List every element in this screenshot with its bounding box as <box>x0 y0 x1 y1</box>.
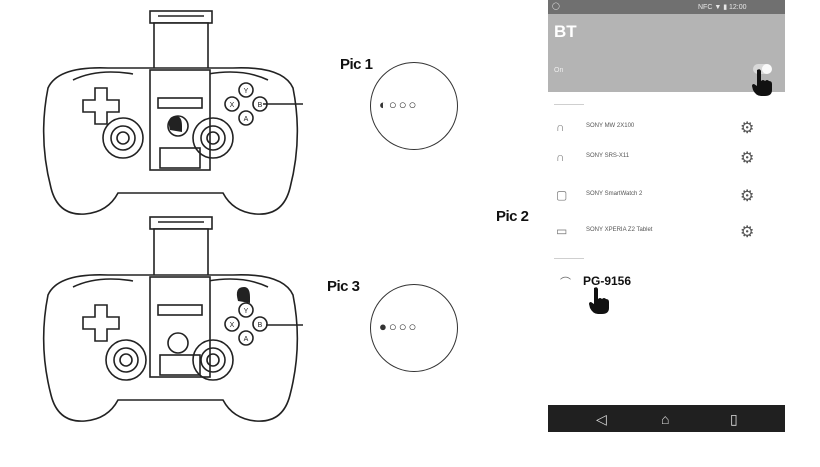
svg-text:A: A <box>244 116 249 123</box>
navigation-bar: ◁ ⌂ ▯ <box>548 405 785 432</box>
svg-text:X: X <box>230 102 235 109</box>
svg-text:B: B <box>258 102 263 109</box>
label-pic-3: Pic 3 <box>327 278 360 295</box>
led-indicator-dots: ●○○○ <box>379 319 419 334</box>
back-icon[interactable]: ◁ <box>596 411 607 427</box>
svg-text:X: X <box>230 322 235 329</box>
status-bar: ◯ NFC ▼ ▮ 12:00 <box>548 0 785 14</box>
phone-screen: ◯ NFC ▼ ▮ 12:00 BT On ∩ SONY MW 2X100 ⚙ … <box>548 0 785 432</box>
gamepad-icon: ⌒ <box>560 277 571 289</box>
led-zoom-circle-1: ◐○○○ <box>370 62 458 150</box>
gear-icon[interactable]: ⚙ <box>740 224 755 241</box>
list-item[interactable]: ∩ SONY SRS-X11 ⚙ <box>548 146 785 172</box>
recents-icon[interactable]: ▯ <box>730 411 738 427</box>
paired-device-item[interactable]: ⌒ <box>548 268 785 298</box>
controller-bottom: Y X B A <box>38 215 373 435</box>
gear-icon[interactable]: ⚙ <box>740 188 755 205</box>
controller-top: Y X B A <box>38 8 373 223</box>
paired-device-name: PG-9156 <box>583 274 632 288</box>
gear-icon[interactable]: ⚙ <box>740 150 755 167</box>
device-name: SONY SmartWatch 2 <box>586 191 643 197</box>
section-divider <box>554 258 584 259</box>
gamepad-illustration-bottom: Y X B A <box>42 216 373 422</box>
page-title: BT <box>554 22 577 41</box>
device-name: SONY MW 2X100 <box>586 123 635 129</box>
svg-text:A: A <box>244 336 249 343</box>
svg-text:Y: Y <box>244 88 249 95</box>
list-item[interactable]: ▢ SONY SmartWatch 2 ⚙ <box>548 184 785 210</box>
bluetooth-toggle-label: On <box>554 67 564 74</box>
hand-pointer-icon <box>752 69 772 96</box>
speaker-icon: ∩ <box>556 150 565 164</box>
watch-icon: ▢ <box>556 188 568 202</box>
label-pic-2: Pic 2 <box>496 208 529 225</box>
app-bar: ◯ NFC ▼ ▮ 12:00 BT On <box>548 0 785 96</box>
bluetooth-toggle[interactable] <box>753 64 772 74</box>
svg-text:B: B <box>258 322 263 329</box>
list-item[interactable]: ∩ SONY MW 2X100 ⚙ <box>548 116 785 142</box>
led-indicator-dots: ◐○○○ <box>379 97 419 112</box>
gamepad-illustration-top: Y X B A <box>42 10 373 215</box>
gear-icon[interactable]: ⚙ <box>740 120 755 137</box>
label-pic-1: Pic 1 <box>340 56 373 73</box>
status-left-icon: ◯ <box>552 3 560 10</box>
headphones-icon: ∩ <box>556 120 565 134</box>
hand-pointer-icon <box>589 287 609 314</box>
home-icon[interactable]: ⌂ <box>661 411 670 427</box>
list-item[interactable]: ▭ SONY XPERIA Z2 Tablet ⚙ <box>548 220 785 246</box>
led-zoom-circle-3: ●○○○ <box>370 284 458 372</box>
device-name: SONY SRS-X11 <box>586 153 630 159</box>
section-divider <box>554 104 584 105</box>
device-name: SONY XPERIA Z2 Tablet <box>586 227 653 233</box>
status-right-text: NFC ▼ ▮ 12:00 <box>698 4 747 11</box>
tablet-icon: ▭ <box>556 224 568 238</box>
svg-text:Y: Y <box>244 308 249 315</box>
